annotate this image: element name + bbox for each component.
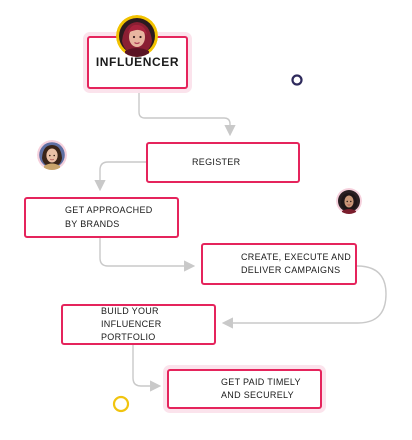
connector-create-portfolio <box>221 265 387 329</box>
connector-register-approached <box>94 161 146 192</box>
connector-approached-create <box>99 238 196 272</box>
ring-navy-icon <box>291 74 303 86</box>
avatar-left-icon <box>37 140 67 170</box>
node-get-approached-line-1: GET APPROACHED <box>65 205 153 216</box>
node-get-approached-line-2: BY BRANDS <box>65 218 120 229</box>
avatar-top-icon <box>116 15 158 57</box>
connector-portfolio-paid <box>132 345 162 392</box>
ring-yellow-icon <box>112 395 130 413</box>
node-create-execute-line-2: DELIVER CAMPAIGNS <box>241 265 341 275</box>
node-build-portfolio: BUILD YOUR INFLUENCER PORTFOLIO <box>61 304 216 345</box>
connector-influencer-register <box>138 90 236 137</box>
node-get-paid: GET PAID TIMELY AND SECURELY <box>167 369 322 409</box>
node-get-paid-line-2: AND SECURELY <box>221 390 294 400</box>
node-create-execute: CREATE, EXECUTE AND DELIVER CAMPAIGNS <box>201 243 357 285</box>
node-build-portfolio-line-1: BUILD YOUR INFLUENCER <box>101 305 162 329</box>
node-get-approached: GET APPROACHED BY BRANDS <box>24 197 179 238</box>
node-create-execute-line-1: CREATE, EXECUTE AND <box>241 251 352 262</box>
node-register-label: REGISTER <box>192 156 241 167</box>
node-build-portfolio-line-2: PORTFOLIO <box>101 332 156 343</box>
avatar-right-icon <box>336 188 362 214</box>
node-get-paid-line-1: GET PAID TIMELY <box>221 376 301 387</box>
node-register: REGISTER <box>146 142 300 183</box>
node-influencer-label: INFLUENCER <box>95 54 180 69</box>
